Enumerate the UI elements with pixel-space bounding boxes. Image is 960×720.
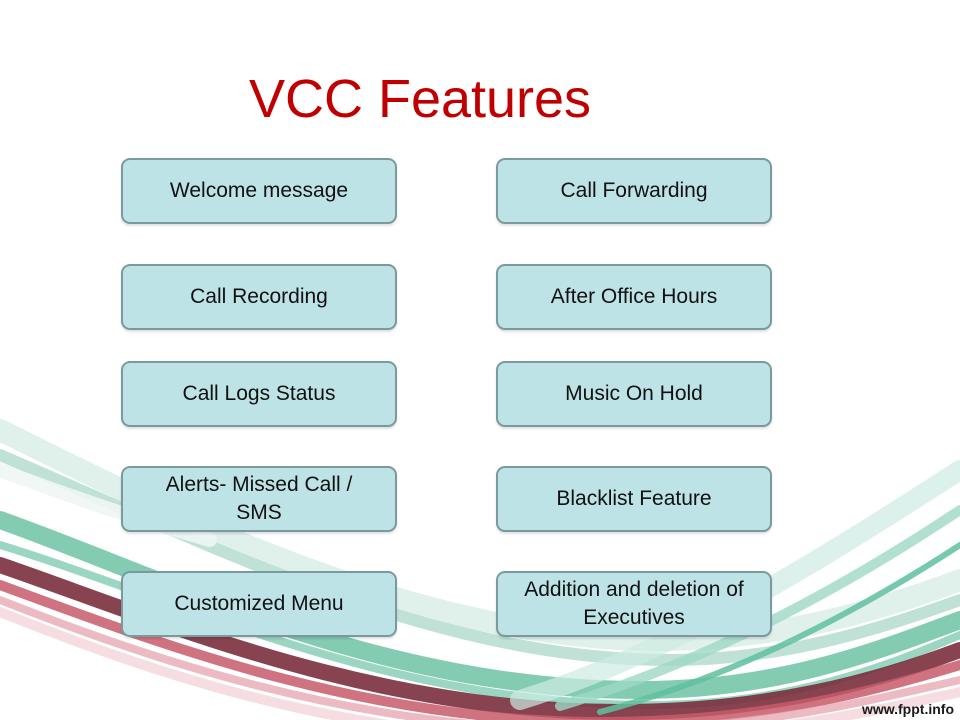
feature-box-call-forwarding: Call Forwarding bbox=[496, 158, 772, 224]
feature-box-call-recording: Call Recording bbox=[121, 264, 397, 330]
feature-box-customized-menu: Customized Menu bbox=[121, 571, 397, 637]
feature-box-after-office-hours: After Office Hours bbox=[496, 264, 772, 330]
footer-url: www.fppt.info bbox=[861, 701, 954, 717]
feature-box-call-logs-status: Call Logs Status bbox=[121, 361, 397, 427]
feature-box-music-on-hold: Music On Hold bbox=[496, 361, 772, 427]
feature-box-alerts-missed-call-sms: Alerts- Missed Call / SMS bbox=[121, 466, 397, 532]
feature-box-addition-deletion-executives: Addition and deletion of Executives bbox=[496, 571, 772, 637]
feature-box-blacklist-feature: Blacklist Feature bbox=[496, 466, 772, 532]
page-title: VCC Features bbox=[248, 69, 592, 129]
feature-box-welcome-message: Welcome message bbox=[121, 158, 397, 224]
